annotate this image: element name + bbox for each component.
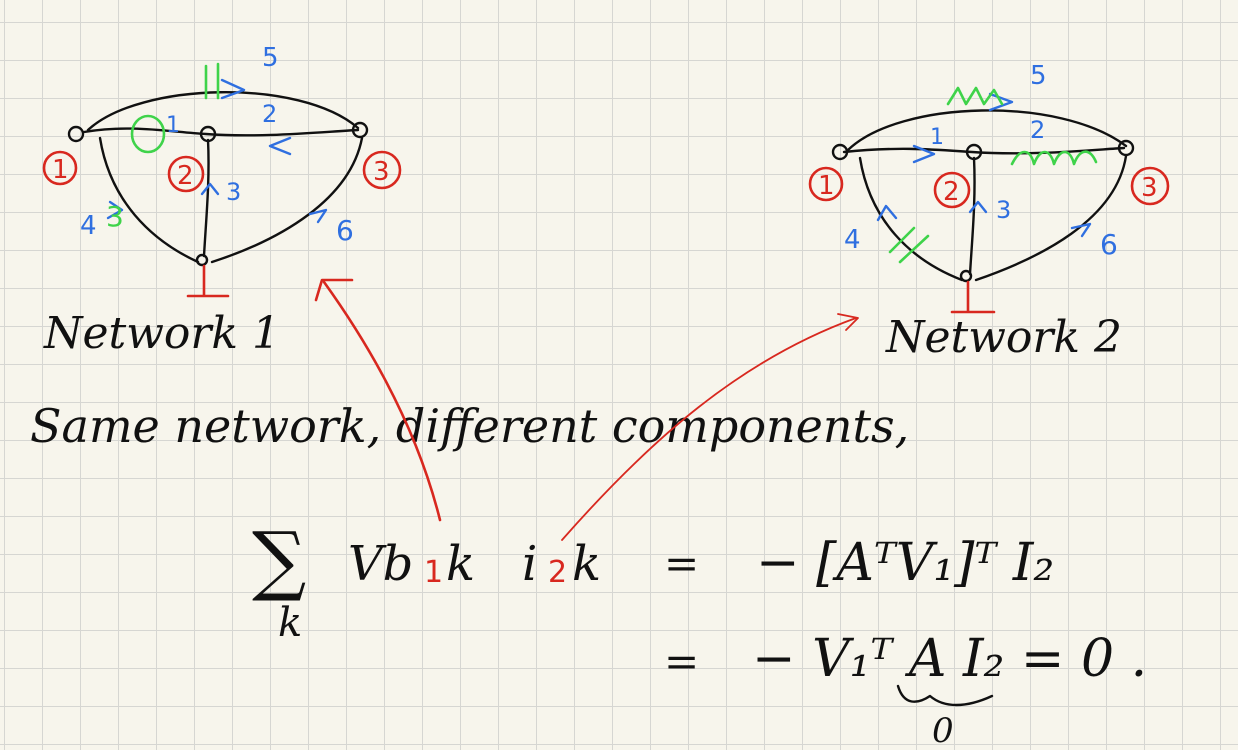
network-1-green-zero-mark: [130, 114, 166, 154]
network-2-edge-5: [846, 109, 1128, 152]
equals-1: =: [664, 539, 699, 588]
lhs-v: Vb: [348, 536, 413, 592]
network-1-edge-3-arrow-icon: [200, 182, 220, 196]
network-2-node-3-label: 3: [1141, 173, 1158, 203]
network-1-node-1-circle: [42, 150, 78, 186]
network-2-node-1-dot: [831, 143, 849, 161]
underbrace-label: 0: [932, 711, 954, 750]
lhs-k1: k: [446, 536, 475, 592]
network-2-node-2-circle: [933, 171, 971, 209]
network-2-green-squiggle-4: [888, 226, 930, 264]
network-2-edge-label-6: 6: [1100, 228, 1118, 261]
network-2-edge-4-arrow-icon: [876, 204, 898, 222]
network-1-green-3-mark: 3: [106, 200, 124, 233]
network-2-node-2-dot: [965, 143, 983, 161]
lhs-i-subscript: 2: [548, 555, 567, 590]
network-1-edge-2-arrow-icon: [268, 136, 292, 156]
network-2-edge-1-arrow-icon: [912, 144, 936, 164]
network-2-edge-label-5: 5: [1030, 61, 1047, 91]
lhs-v-subscript: 1: [424, 555, 443, 590]
network-2-title: Network 2: [885, 312, 1122, 363]
network-2-node-1-circle: [808, 166, 844, 202]
network-1-edge-1-2: [82, 127, 360, 137]
network-1-edge-label-2: 2: [262, 100, 277, 128]
network-1-edge-6: [210, 136, 364, 264]
network-1-edge-label-6: 6: [336, 214, 354, 247]
network-2-edge-6: [974, 154, 1128, 282]
network-1-node-3-circle: [362, 150, 402, 190]
network-1-edge-label-4: 4: [80, 211, 97, 241]
rhs-2: − V₁ᵀ A I₂ = 0 .: [752, 629, 1147, 689]
network-2-green-squiggle-5: [946, 86, 1004, 106]
network-1-edge-5: [86, 91, 360, 132]
network-2-edge-label-3: 3: [996, 196, 1011, 224]
network-2-node-1-label: 1: [818, 171, 835, 201]
network-2-edge-4: [858, 156, 964, 282]
pointer-arrow-to-network-1-head-icon: [314, 278, 354, 302]
network-1-edge-label-5: 5: [262, 43, 279, 73]
network-1-edge-5-arrow-icon: [220, 78, 246, 100]
rhs-1: − [AᵀV₁]ᵀ I₂: [756, 533, 1054, 593]
pointer-arrow-to-network-2: [561, 317, 857, 541]
network-1-edge-4: [98, 136, 200, 264]
network-1-green-11-mark: [204, 62, 220, 100]
network-2-node-3-dot: [1117, 139, 1135, 157]
network-1-ground-dot: [195, 253, 209, 267]
underbrace-icon: [896, 684, 994, 707]
network-1-edge-6-arrow-icon: [308, 208, 328, 224]
statement-text: Same network, different components,: [30, 399, 909, 453]
network-1-node-3-label: 3: [373, 157, 390, 187]
network-2-edge-6-arrow-icon: [1070, 222, 1092, 238]
pointer-arrow-to-network-2-head-icon: [837, 313, 859, 331]
sum-index: k: [278, 600, 302, 646]
network-2-edge-label-2: 2: [1030, 116, 1045, 144]
network-1-title: Network 1: [43, 308, 280, 359]
network-2-ground-icon: [950, 280, 996, 314]
network-2-node-3-circle: [1130, 166, 1170, 206]
network-2-edge-label-1: 1: [930, 125, 944, 150]
network-2-ground-dot: [959, 269, 973, 283]
equals-2: =: [664, 637, 699, 686]
network-1-edge-4-arrow-icon: [106, 200, 124, 220]
network-1-diagram: 1 2 3 1 2 3 4 5 6 3: [42, 43, 402, 298]
pointer-arrow-to-network-1: [322, 280, 442, 522]
network-1-node-2-label: 2: [177, 161, 194, 191]
network-1-node-3-dot: [351, 121, 369, 139]
network-1-node-1-label: 1: [52, 155, 69, 185]
network-1-ground-icon: [186, 264, 230, 298]
network-1-edge-3: [202, 138, 210, 258]
network-2-edge-3-arrow-icon: [968, 200, 988, 214]
network-2-green-squiggle-2: [1010, 150, 1098, 166]
lhs-k2: k: [572, 536, 601, 592]
network-2-edge-label-4: 4: [844, 225, 861, 255]
network-2-node-2-label: 2: [943, 177, 960, 207]
network-2-edge-1-2: [842, 146, 1126, 155]
network-2-edge-3: [968, 156, 976, 276]
equation: ∑ k Vb 1 k i 2 k = − [AᵀV₁]ᵀ I₂ = − V₁ᵀ …: [252, 515, 1147, 750]
network-2-diagram: 1 2 3 1 2 3 4 5 6: [808, 61, 1170, 314]
lhs-i: i: [522, 536, 537, 592]
network-1-node-1-dot: [67, 125, 85, 143]
network-1-node-2-circle: [167, 155, 205, 193]
network-1-edge-label-3: 3: [226, 178, 241, 206]
network-1-node-2-dot: [199, 125, 217, 143]
sum-symbol: ∑: [252, 515, 306, 604]
network-1-edge-label-1: 1: [166, 113, 180, 138]
